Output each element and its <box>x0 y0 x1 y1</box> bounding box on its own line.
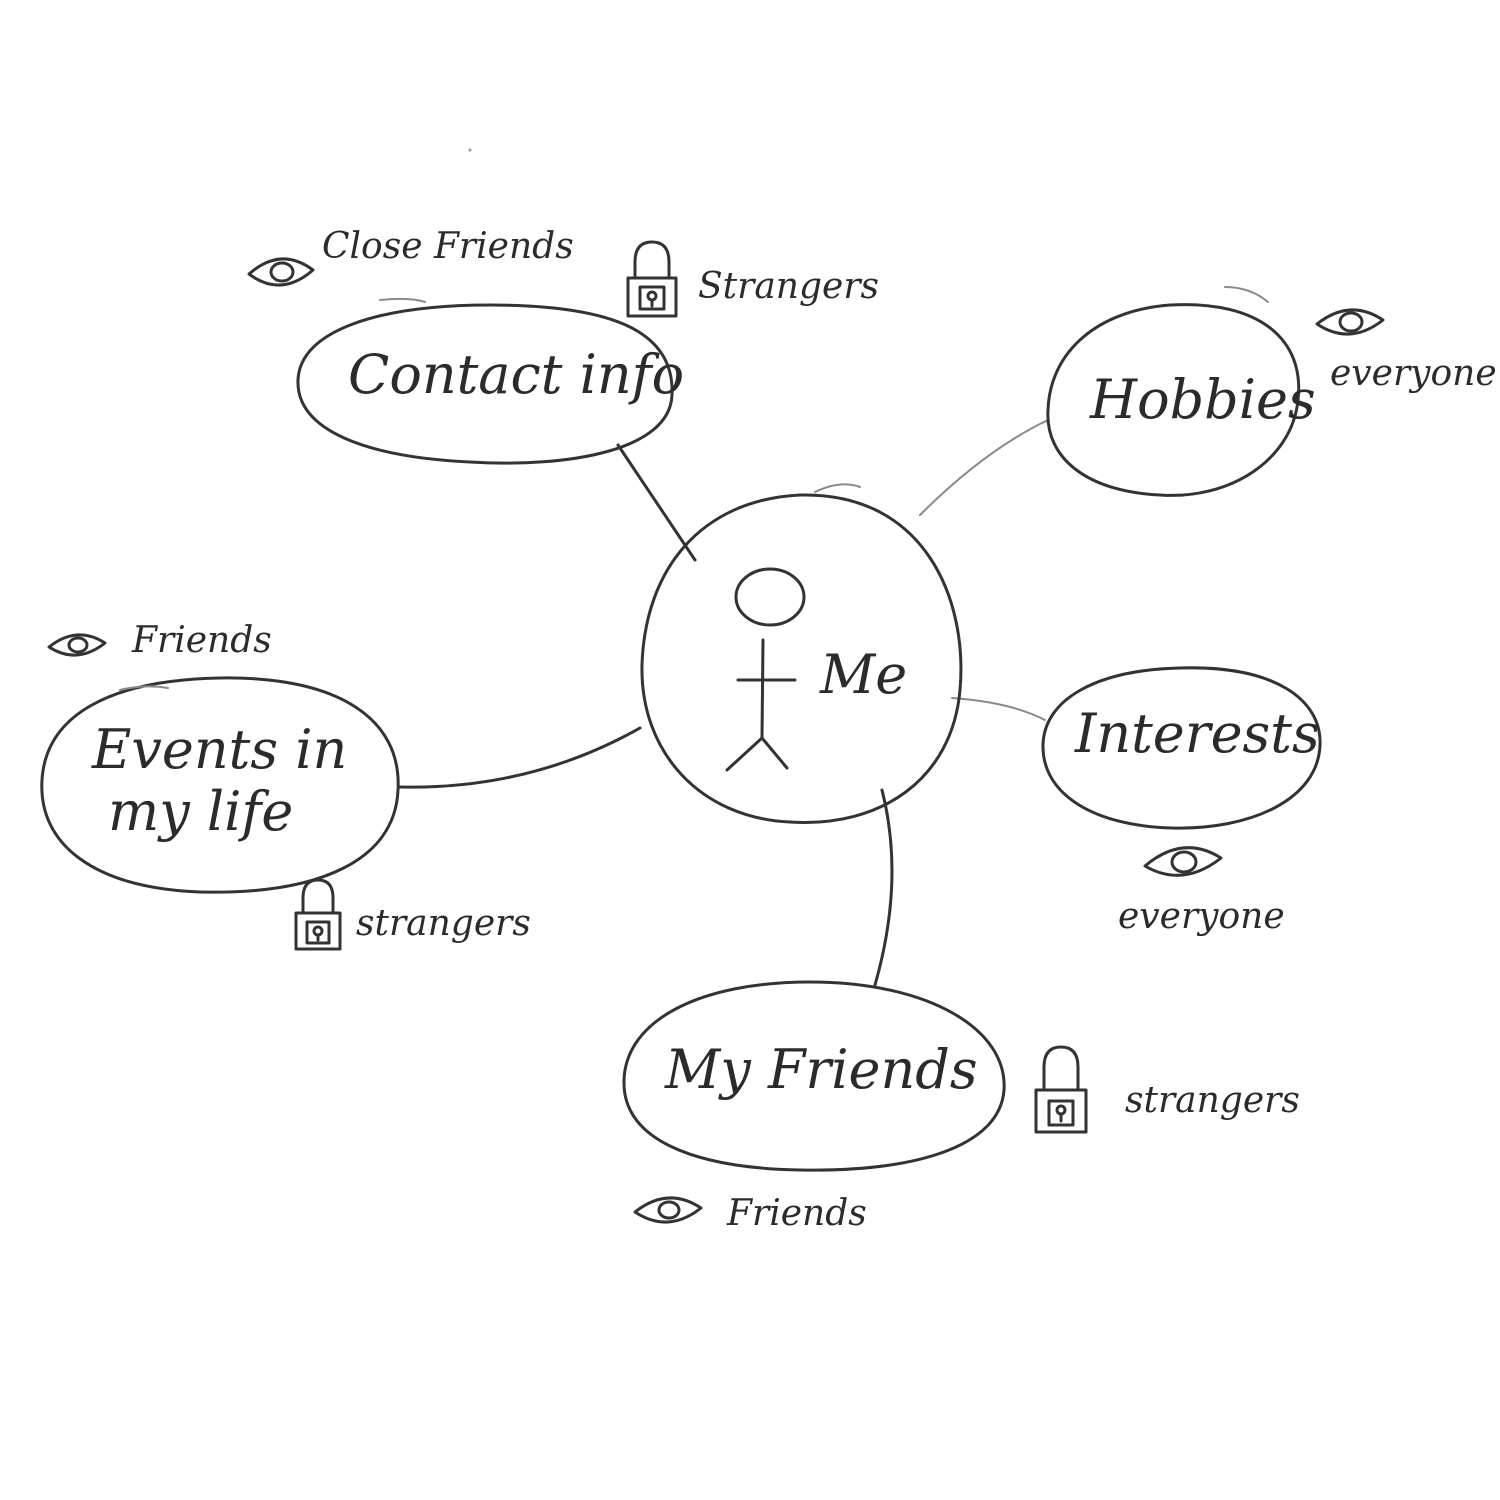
connector-interests <box>951 697 1046 721</box>
contact-visibility-label: Close Friends <box>322 226 574 267</box>
my-friends-label: My Friends <box>664 1038 978 1101</box>
lock-icon <box>626 240 678 318</box>
hobbies-label: Hobbies <box>1089 368 1316 431</box>
eye-icon <box>1315 308 1385 336</box>
lock-icon <box>294 878 342 951</box>
connector-events <box>398 726 642 789</box>
lock-icon <box>1034 1045 1088 1134</box>
contact-locked-label: Strangers <box>698 266 879 307</box>
eye-icon <box>633 1196 703 1224</box>
contact-info-label: Contact info <box>348 343 684 406</box>
eye-icon <box>47 633 107 657</box>
interests-label: Interests <box>1074 702 1320 765</box>
node-contact-info: Contact info Close Friends Strangers <box>247 226 879 465</box>
connector-hobbies <box>919 419 1049 516</box>
events-label-line1: Events in <box>91 718 347 781</box>
my-friends-visibility-label: Friends <box>726 1193 867 1234</box>
connector-friends <box>873 788 894 987</box>
person-figure-icon <box>725 567 806 772</box>
hobbies-visibility-label: everyone <box>1330 353 1497 394</box>
eye-icon <box>247 257 315 287</box>
center-label: Me <box>819 643 907 706</box>
connectors <box>398 419 1049 987</box>
node-hobbies: Hobbies everyone <box>1046 286 1497 497</box>
interests-visibility-label: everyone <box>1118 896 1285 937</box>
my-friends-locked-label: strangers <box>1125 1080 1300 1121</box>
node-my-friends: My Friends strangers Friends <box>622 980 1300 1234</box>
events-locked-label: strangers <box>356 903 531 944</box>
events-visibility-label: Friends <box>131 620 272 661</box>
center-node: Me <box>640 483 963 824</box>
connector-contact <box>616 443 697 562</box>
node-interests: Interests everyone <box>1041 666 1322 937</box>
eye-icon <box>1143 846 1223 877</box>
node-events: Events in my life Friends strangers <box>40 620 531 951</box>
events-label-line2: my life <box>108 780 293 843</box>
stray-mark <box>468 148 472 152</box>
